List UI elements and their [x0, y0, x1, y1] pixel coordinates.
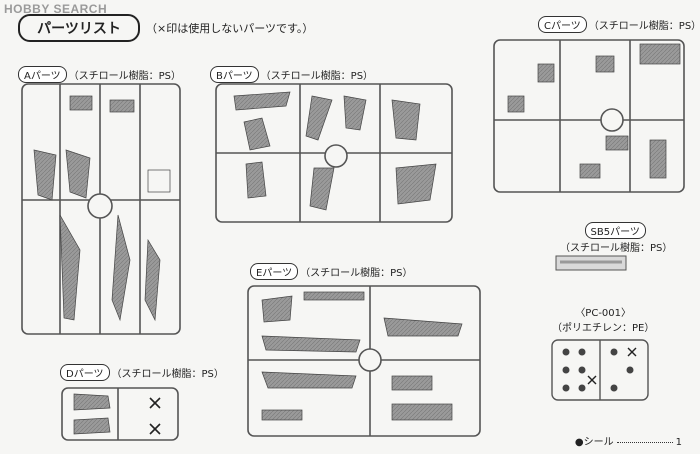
runner-a-parts — [33, 95, 171, 322]
section-sb5-material: （スチロール樹脂：PS） — [560, 243, 673, 254]
sb5-sheet — [555, 255, 627, 271]
section-pc-material: （ポリエチレン：PE） — [552, 323, 655, 334]
runner-pc-parts — [562, 348, 634, 392]
section-c-label: Cパーツ（スチロール樹脂：PS） — [538, 16, 700, 33]
page-title: パーツリスト — [18, 14, 140, 42]
runner-b-parts — [233, 91, 437, 211]
runner-e-parts — [261, 291, 463, 421]
seal-name: ●シール — [574, 437, 614, 448]
section-c-material: （スチロール樹脂：PS） — [588, 21, 700, 32]
unused-parts-note: （×印は使用しないパーツです。） — [146, 22, 314, 35]
runner-c — [493, 39, 685, 193]
section-pc-label: 〈PC-001〉 （ポリエチレン：PE） — [552, 304, 654, 334]
runner-pc — [551, 339, 649, 401]
section-b-material: （スチロール樹脂：PS） — [260, 71, 374, 82]
section-pc-tag: 〈PC-001〉 — [575, 308, 632, 319]
section-e-label: Eパーツ（スチロール樹脂：PS） — [250, 263, 413, 280]
section-d-label: Dパーツ（スチロール樹脂：PS） — [60, 364, 224, 381]
runner-d-parts — [73, 393, 111, 435]
section-d-material: （スチロール樹脂：PS） — [111, 369, 224, 380]
runner-b — [215, 83, 453, 223]
section-b-label: Bパーツ（スチロール樹脂：PS） — [210, 66, 373, 83]
section-a-label: Aパーツ（スチロール樹脂：PS） — [18, 66, 181, 83]
section-b-tag: Bパーツ — [210, 66, 259, 83]
section-d-tag: Dパーツ — [60, 364, 110, 381]
runner-e — [247, 285, 481, 437]
section-e-material: （スチロール樹脂：PS） — [300, 268, 413, 279]
section-sb5-label: SB5パーツ （スチロール樹脂：PS） — [560, 222, 672, 254]
seal-count: 1 — [675, 437, 682, 448]
runner-d-unused-marks — [149, 397, 161, 435]
section-a-tag: Aパーツ — [18, 66, 67, 83]
section-a-material: （スチロール樹脂：PS） — [68, 71, 182, 82]
section-e-tag: Eパーツ — [250, 263, 299, 280]
page-title-text: パーツリスト — [37, 21, 121, 37]
section-c-tag: Cパーツ — [538, 16, 587, 33]
runner-a — [21, 83, 181, 335]
runner-d — [61, 387, 179, 441]
runner-c-parts — [507, 43, 681, 179]
watermark: HOBBY SEARCH — [4, 2, 108, 16]
runner-pc-unused-marks — [587, 347, 637, 385]
seal-label: ●シール 1 — [575, 433, 682, 448]
